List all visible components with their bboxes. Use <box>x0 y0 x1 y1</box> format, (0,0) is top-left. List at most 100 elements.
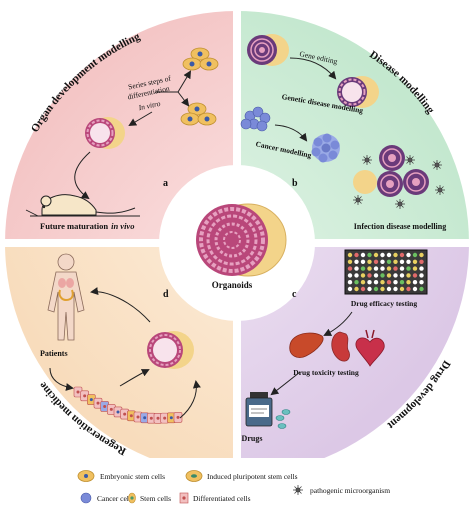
well-dot <box>386 273 392 278</box>
well-dot <box>354 273 359 278</box>
chain-cell-nucleus <box>143 416 147 420</box>
toxicity-arrow <box>270 371 301 396</box>
legend-item-embryonic: Embryonic stem cells <box>77 470 165 482</box>
chain-cell-nucleus <box>123 412 127 416</box>
chain-cell-nucleus <box>116 410 120 414</box>
chain-cell-nucleus <box>129 414 133 418</box>
chain-cell-nucleus <box>176 415 180 419</box>
legend: Embryonic stem cells Induced pluripotent… <box>77 470 390 504</box>
well-dot <box>386 259 392 264</box>
well-dot <box>367 286 372 292</box>
cancer-cell-cluster-icon <box>240 106 271 132</box>
well-dot <box>373 286 379 292</box>
infection-disease-label: Infection disease modelling <box>354 222 446 231</box>
well-dot <box>419 280 424 285</box>
chain-cell-nucleus <box>83 394 87 398</box>
arrow-chain-organoid <box>119 369 150 387</box>
well-dot <box>399 259 405 264</box>
well-dot <box>386 266 392 271</box>
well-dot <box>373 259 379 264</box>
arrow-to-organoid <box>128 111 153 127</box>
heart-icon <box>355 329 385 367</box>
well-dot <box>412 273 418 278</box>
central-organoid-icon <box>196 203 287 277</box>
center-label: Organoids <box>212 280 253 290</box>
well-dot <box>367 266 372 271</box>
chain-cell-nucleus <box>109 407 113 411</box>
chain-cell-nucleus <box>136 415 140 419</box>
kidney-icon <box>331 331 350 362</box>
organoid-b1-icon <box>247 34 289 66</box>
chain-cell-nucleus <box>96 401 100 405</box>
chain-cell-nucleus <box>169 416 173 420</box>
well-dot <box>354 259 359 264</box>
well-dot <box>367 252 372 258</box>
efficacy-arrow <box>323 311 353 336</box>
organoid-a-icon <box>85 117 125 149</box>
well-dot <box>393 273 398 278</box>
chain-cell-nucleus <box>103 404 107 408</box>
well-dot <box>380 280 385 285</box>
chain-cell-nucleus <box>149 416 153 420</box>
well-dot <box>360 259 366 264</box>
well-dot <box>406 266 411 271</box>
quadrant-letter-c: c <box>292 289 297 300</box>
well-dot <box>380 266 385 271</box>
well-dot <box>354 252 359 258</box>
well-dot <box>419 286 424 292</box>
well-dot <box>386 286 392 292</box>
well-dot <box>360 280 366 285</box>
chain-cell-nucleus <box>156 416 160 420</box>
well-dot <box>380 273 385 278</box>
well-dot <box>399 280 405 285</box>
quadrant-c-background <box>237 243 469 458</box>
infection-organoids-icon <box>353 145 429 197</box>
well-dot <box>419 273 424 278</box>
well-dot <box>393 286 398 292</box>
pathogen-icon <box>293 485 303 495</box>
well-dot <box>360 286 366 292</box>
well-dot <box>406 259 411 264</box>
quadrant-letter-a: a <box>163 178 168 189</box>
well-dot <box>347 286 353 292</box>
cancer-cell-icon <box>80 492 92 504</box>
well-dot <box>419 252 424 258</box>
well-dot <box>393 266 398 271</box>
chain-cell-nucleus <box>76 390 80 394</box>
well-dot <box>380 286 385 292</box>
well-dot <box>412 280 418 285</box>
legend-label-ipsc: Induced pluripotent stem cells <box>207 472 298 481</box>
drug-bottle-icon <box>245 392 273 427</box>
well-dot <box>412 286 418 292</box>
well-dot <box>412 252 418 258</box>
arrow-to-mouse <box>74 151 91 200</box>
esc-cluster-top-icon <box>182 47 219 71</box>
well-dot <box>380 259 385 264</box>
patients-label: Patients <box>40 349 68 358</box>
legend-item-stem: Stem cells <box>128 492 171 504</box>
cancer-organoid-icon <box>311 133 340 163</box>
well-dot <box>360 273 366 278</box>
drug-efficacy-label: Drug efficacy testing <box>351 299 417 308</box>
differentiation-arrows <box>155 70 192 107</box>
well-dot <box>367 259 372 264</box>
well-dot <box>399 286 405 292</box>
cancer-arrow <box>274 124 308 142</box>
well-dot <box>380 252 385 258</box>
well-dot <box>386 252 392 258</box>
well-dot <box>419 266 424 271</box>
pathogen-cluster-icon <box>353 155 445 209</box>
well-dot <box>399 266 405 271</box>
legend-label-embryonic: Embryonic stem cells <box>100 472 165 481</box>
quadrant-letter-d: d <box>163 289 169 300</box>
well-dot <box>393 259 398 264</box>
patient-body-icon <box>47 253 85 341</box>
well-dot <box>347 252 353 258</box>
well-dot <box>347 259 353 264</box>
liver-icon <box>289 332 324 358</box>
legend-item-cancer: Cancer cells <box>80 492 134 504</box>
well-dot <box>373 280 379 285</box>
well-dot <box>354 286 359 292</box>
